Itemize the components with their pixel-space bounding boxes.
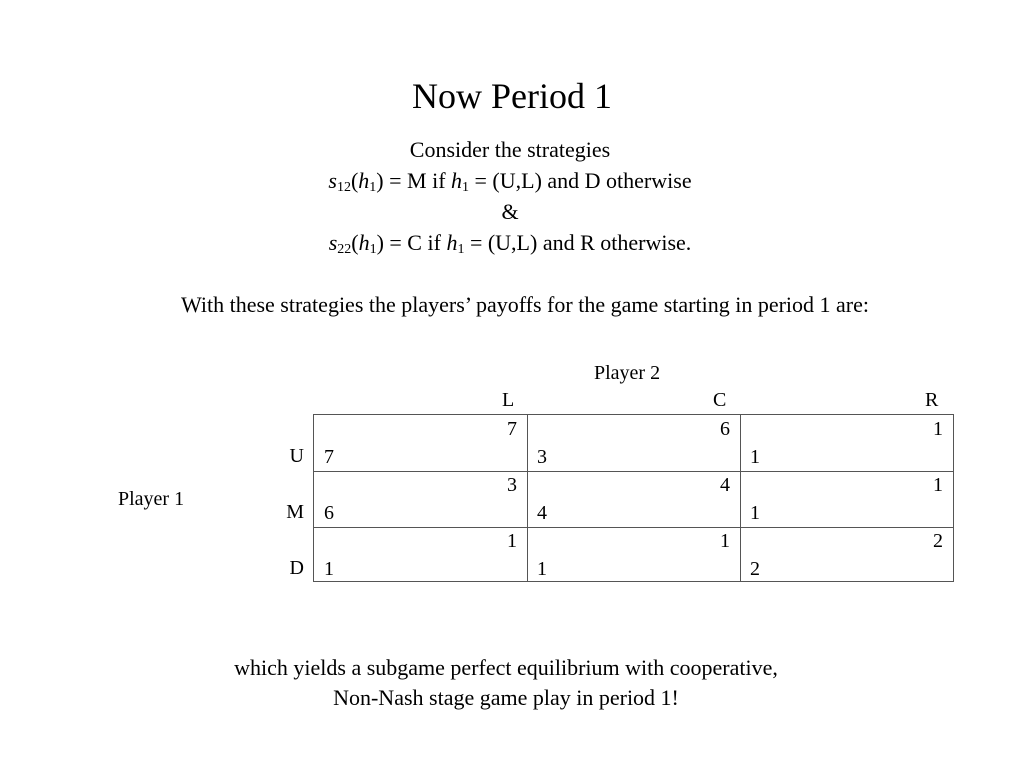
strategy1-fn: s [328, 168, 337, 193]
strategy-player2: s22(h1) = C if h1 = (U,L) and R otherwis… [328, 230, 692, 257]
strategy1-cond-var: h [451, 168, 463, 193]
player2-payoff: 1 [720, 530, 730, 552]
strategy1-arg-sub: 1 [369, 180, 377, 195]
column-header-r: R [925, 389, 939, 411]
player1-payoff: 7 [324, 446, 334, 468]
column-header-l: L [502, 389, 515, 411]
row-header-u: U [289, 445, 304, 467]
strategy2-mid: ) = C if [376, 230, 447, 255]
player2-payoff: 2 [933, 530, 943, 552]
player1-payoff: 1 [537, 558, 547, 580]
slide-title: Now Period 1 [412, 76, 612, 116]
strategy1-arg: h [358, 168, 370, 193]
strategy-player1: s12(h1) = M if h1 = (U,L) and D otherwis… [328, 168, 692, 195]
payoff-cell-d-l: 1 1 [314, 527, 527, 583]
player2-payoff: 4 [720, 474, 730, 496]
player1-payoff: 3 [537, 446, 547, 468]
player2-payoff: 3 [507, 474, 517, 496]
matrix-divider [314, 471, 953, 472]
payoff-cell-u-r: 1 1 [740, 415, 953, 471]
payoff-cell-d-r: 2 2 [740, 527, 953, 583]
conclusion-line-2: Non-Nash stage game play in period 1! [333, 685, 679, 710]
strategy1-fn-sub: 12 [336, 180, 351, 195]
player2-payoff: 6 [720, 418, 730, 440]
player2-label: Player 2 [594, 362, 661, 384]
strategy1-cond-sub: 1 [462, 180, 470, 195]
strategy1-mid: ) = M if [376, 168, 452, 193]
strategy2-cond-var: h [446, 230, 458, 255]
column-header-c: C [713, 389, 727, 411]
payoff-intro: With these strategies the players’ payof… [180, 292, 869, 317]
payoff-cell-m-r: 1 1 [740, 471, 953, 527]
player2-payoff: 1 [933, 418, 943, 440]
player1-payoff: 6 [324, 502, 334, 524]
player1-label: Player 1 [118, 488, 185, 510]
strategy1-rest: = (U,L) and D otherwise [469, 168, 692, 193]
conjunction: & [501, 199, 519, 224]
player2-payoff: 1 [507, 530, 517, 552]
row-header-d: D [289, 557, 304, 579]
player1-payoff: 1 [324, 558, 334, 580]
strategy2-cond-sub: 1 [457, 242, 465, 257]
player1-payoff: 1 [750, 502, 760, 524]
matrix-divider [740, 415, 741, 581]
intro-text: Consider the strategies [409, 137, 611, 162]
payoff-cell-d-c: 1 1 [527, 527, 740, 583]
player2-payoff: 1 [933, 474, 943, 496]
payoff-cell-m-l: 3 6 [314, 471, 527, 527]
payoff-cell-u-c: 6 3 [527, 415, 740, 471]
matrix-divider [527, 415, 528, 581]
row-header-m: M [286, 501, 304, 523]
strategy2-arg-sub: 1 [369, 242, 377, 257]
conclusion-line-1: which yields a subgame perfect equilibri… [234, 655, 778, 680]
player1-payoff: 2 [750, 558, 760, 580]
player1-payoff: 1 [750, 446, 760, 468]
payoff-matrix: 7 7 6 3 1 1 3 6 4 4 1 1 1 1 1 1 2 2 [313, 414, 954, 582]
player2-payoff: 7 [507, 418, 517, 440]
strategy2-arg: h [358, 230, 370, 255]
strategy2-fn-sub: 22 [337, 242, 352, 257]
matrix-divider [314, 527, 953, 528]
payoff-cell-u-l: 7 7 [314, 415, 527, 471]
strategy2-fn: s [328, 230, 338, 255]
payoff-cell-m-c: 4 4 [527, 471, 740, 527]
player1-payoff: 4 [537, 502, 547, 524]
strategy2-rest: = (U,L) and R otherwise. [464, 230, 692, 255]
